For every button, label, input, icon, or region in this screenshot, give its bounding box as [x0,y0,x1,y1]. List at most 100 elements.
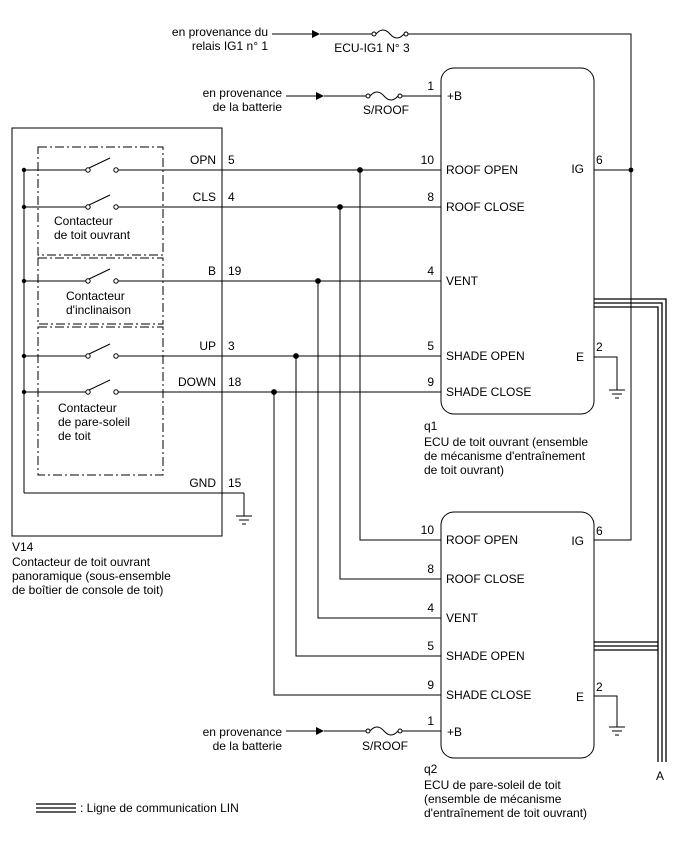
pin-4: 4 [228,190,235,204]
pin-5: 5 [228,153,235,167]
tilt-switch-label-1: Contacteur [66,289,125,303]
ecu1-term-ig: IG [571,162,584,176]
ecu1-term-roof-open: ROOF OPEN [446,163,518,177]
connector-a-label: A [656,769,664,783]
shade-switch-box [37,326,164,476]
signal-wires [222,167,441,696]
battery-supply-top: en provenance de la batterie S/ROOF [203,86,441,117]
ecu1-pin-8: 8 [427,190,434,204]
ecu2-pin-4: 4 [427,601,434,615]
battery-bottom-line1: en provenance [203,725,283,739]
fuse-sroof-bottom-label: S/ROOF [362,739,408,753]
ecu1-caption-1: ECU de toit ouvrant (ensemble [424,435,588,449]
shade-switch-label-1: Contacteur [58,401,117,415]
switch-down [21,379,222,395]
switch-assembly-v14: Contacteur de toit ouvrant Contacteur d'… [11,127,252,597]
ground-icon [609,726,625,736]
ecu2-term-shade-close: SHADE CLOSE [446,688,531,702]
ecu1-code: q1 [424,419,438,433]
ecu-roof: 1 10 8 4 5 9 +B ROOF OPEN ROOF CLOSE VEN… [421,67,634,477]
switch-assembly-box [11,127,223,537]
ecu2-caption-2: (ensemble de mécanisme [424,792,562,806]
battery-top-line2: de la batterie [213,100,283,114]
arrow-icon [316,92,324,100]
ecu2-term-e: E [576,690,584,704]
ecu2-pin-8: 8 [427,562,434,576]
switch-b [21,268,222,284]
switch-cls [21,194,222,210]
switch-assy-caption-1: Contacteur de toit ouvrant [12,555,151,569]
lin-bus [594,298,667,762]
pin-18: 18 [228,375,242,389]
switch-opn [21,157,222,173]
ecu-roof-box [440,67,595,415]
ecu1-pin-6: 6 [596,153,603,167]
terminal-gnd: GND [189,476,216,490]
pin-15: 15 [228,476,242,490]
ground-icon [609,389,625,399]
ecu1-pin-9: 9 [427,375,434,389]
ecu1-term-shade-close: SHADE CLOSE [446,385,531,399]
fuse-icon [365,726,403,736]
roof-switch-label-2: de toit ouvrant [54,228,131,242]
ecu1-term-b: +B [447,89,462,103]
battery-bottom-line2: de la batterie [213,739,283,753]
fuse-ecu-ig1-label: ECU-IG1 N° 3 [334,41,410,55]
ecu2-pin-10: 10 [421,523,435,537]
ecu2-code: q2 [424,762,438,776]
ecu2-pin-5: 5 [427,639,434,653]
ecu2-pin-9: 9 [427,678,434,692]
ecu1-pin-5: 5 [427,339,434,353]
pin-19: 19 [228,264,242,278]
shade-switch-label-2: de pare-soleil [58,415,130,429]
roof-switch-label-1: Contacteur [54,214,113,228]
switch-assy-caption-2: panoramique (sous-ensemble [12,569,171,583]
arrow-icon [312,30,320,38]
terminal-opn: OPN [190,153,216,167]
ecu1-term-roof-close: ROOF CLOSE [446,200,525,214]
ecu2-pin-1: 1 [427,714,434,728]
roof-switch-box [37,146,164,256]
ecu1-pin-4: 4 [427,264,434,278]
fuse-sroof-top-label: S/ROOF [363,103,409,117]
ig1-supply: en provenance du relais IG1 n° 1 ECU-IG1… [172,25,632,541]
ecu2-term-ig: IG [571,534,584,548]
ig1-source-line1: en provenance du [172,25,268,39]
ecu1-pin-2: 2 [596,340,603,354]
ecu1-term-e: E [576,350,584,364]
ecu2-pin-2: 2 [596,680,603,694]
pin-3: 3 [228,339,235,353]
ecu2-term-roof-close: ROOF CLOSE [446,572,525,586]
ecu2-term-shade-open: SHADE OPEN [446,649,525,663]
ground-icon [236,515,252,525]
battery-top-line1: en provenance [203,86,283,100]
switch-up [21,343,222,359]
terminal-up: UP [199,339,216,353]
battery-supply-bottom: en provenance de la batterie S/ROOF [203,725,441,753]
ig1-source-line2: relais IG1 n° 1 [192,39,268,53]
ecu1-term-shade-open: SHADE OPEN [446,349,525,363]
tilt-switch-label-2: d'inclinaison [66,303,131,317]
switch-assy-code: V14 [12,540,34,554]
ecu1-pin-1: 1 [427,79,434,93]
legend-label: : Ligne de communication LIN [80,801,239,815]
lin-line-icon [36,803,76,813]
switch-assy-caption-3: de boîtier de console de toit) [12,583,163,597]
ecu2-caption-1: ECU de pare-soleil de toit [424,778,561,792]
arrow-icon [316,727,324,735]
terminal-cls: CLS [193,190,216,204]
ecu2-term-b: +B [447,725,462,739]
terminal-down: DOWN [178,375,216,389]
shade-switch-label-3: de toit [58,429,91,443]
legend: : Ligne de communication LIN [36,801,239,815]
ecu-shade-box [440,511,595,759]
ecu-shade: 10 8 4 5 9 1 ROOF OPEN ROOF CLOSE VENT S… [421,511,625,820]
terminal-b: B [208,264,216,278]
ecu1-caption-3: de toit ouvrant) [424,463,504,477]
ecu2-caption-3: d'entraînement de toit ouvrant) [424,806,587,820]
fuse-icon [365,91,403,101]
ecu1-pin-10: 10 [421,153,435,167]
ecu2-pin-6: 6 [596,524,603,538]
ecu2-term-vent: VENT [446,611,479,625]
